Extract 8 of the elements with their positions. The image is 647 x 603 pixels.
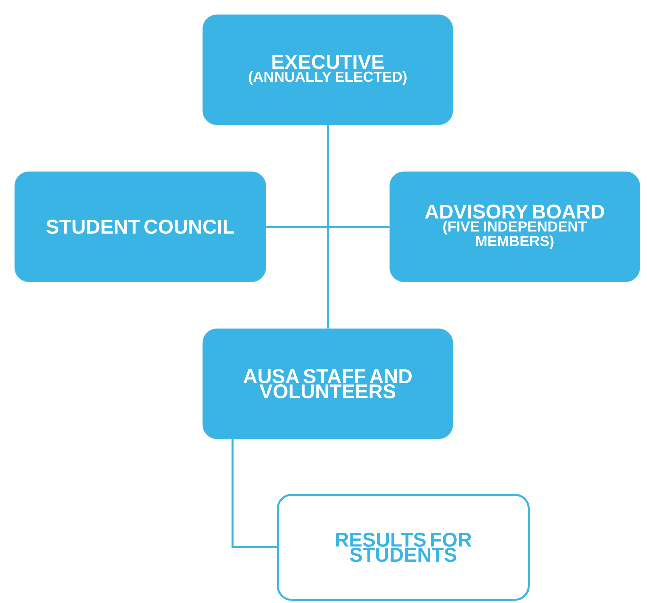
connector-line — [232, 439, 277, 548]
org-box: ADVISORY BOARD (FIVE INDEPENDENT MEMBERS) — [390, 172, 640, 282]
org-box: STUDENT COUNCIL — [14, 172, 266, 282]
org-box: AUSA STAFF AND VOLUNTEERS — [202, 328, 454, 440]
org-box: EXECUTIVE (ANNUALLY ELECTED) — [202, 14, 454, 126]
connector-line — [266, 226, 390, 228]
connector-line — [327, 125, 329, 329]
result-box: RESULTS FOR STUDENTS — [277, 494, 530, 601]
